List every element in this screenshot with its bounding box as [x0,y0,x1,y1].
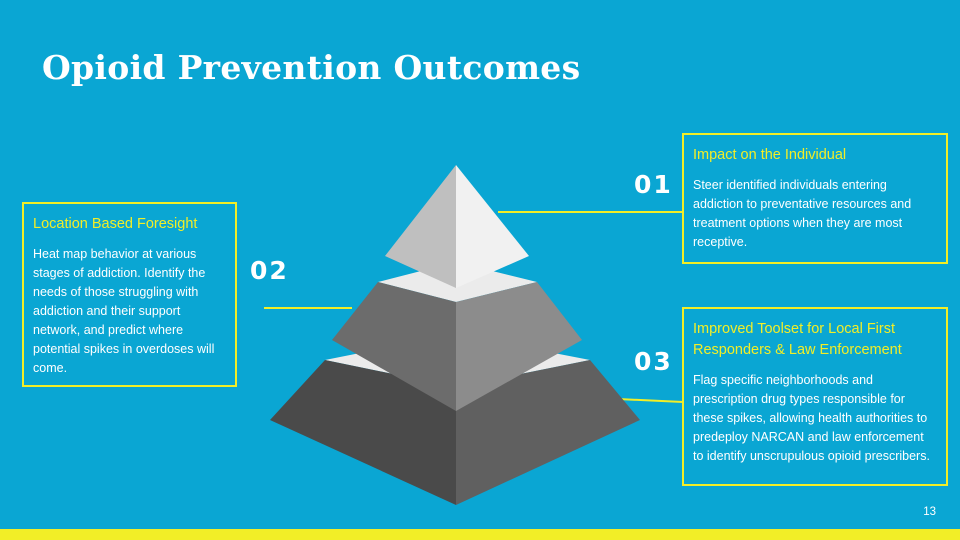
callout-body-02: Heat map behavior at various stages of a… [33,247,215,375]
tier-number-03: 03 [634,347,673,376]
pyramid-tier-top [385,165,529,288]
callout-title-01: Impact on the Individual [693,147,847,163]
page-number: 13 [923,506,936,518]
callout-box-01: Impact on the Individual Steer identifie… [682,133,948,264]
callout-title-02: Location Based Foresight [33,216,198,232]
callout-box-02: Location Based Foresight Heat map behavi… [22,202,237,387]
tier-number-02: 02 [250,256,289,285]
connector-line-03 [617,398,684,403]
callout-title-03: Improved Toolset for Local First Respond… [693,321,902,358]
slide-title: Opioid Prevention Outcomes [42,48,581,87]
callout-body-03: Flag specific neighborhoods and prescrip… [693,373,930,463]
callout-box-03: Improved Toolset for Local First Respond… [682,307,948,486]
callout-body-01: Steer identified individuals entering ad… [693,178,912,249]
tier-number-01: 01 [634,170,673,199]
footer-accent-bar [0,529,960,540]
